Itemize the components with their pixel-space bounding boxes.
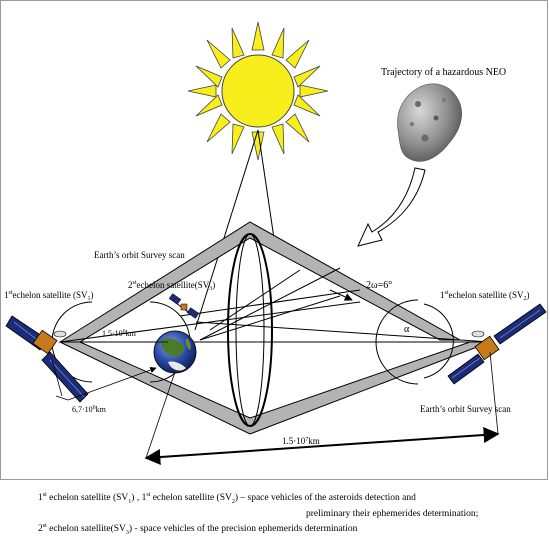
lower-survey-beam [59, 341, 491, 435]
distance-arrow [144, 426, 500, 466]
neo-trajectory-arrow [357, 167, 426, 247]
sv2-satellite-icon [447, 303, 547, 385]
sv3-label: 2stechelon satellite(SV3) [128, 280, 215, 292]
distance-6-7e6-label: 6,7·106km [72, 405, 107, 414]
sv1-label: 1stechelon satellite (SV1) [4, 290, 94, 302]
caption-line-1: 1st echelon satellite (SV1) , 1st echelo… [38, 492, 416, 506]
distance-1-5e7-label: 1.5·107km [282, 436, 320, 446]
survey-scan-left-label: Earth’s orbit Survey scan [94, 250, 185, 260]
figure-caption: 1st echelon satellite (SV1) , 1st echelo… [38, 489, 538, 539]
diagram-frame [0, 0, 548, 480]
upper-survey-beam [58, 221, 462, 343]
sv1-satellite-icon [5, 315, 89, 403]
diagram-canvas: Trajectory of a hazardous NEO Earth’s or… [4, 21, 547, 466]
asteroid-icon [397, 83, 462, 162]
distance-1-5e6-label: 1.5·106km [102, 329, 137, 338]
sv3-satellite-icon [168, 293, 200, 319]
earth-icon [153, 330, 197, 374]
survey-scan-right-label: Earth’s orbit Survey scan [420, 404, 511, 414]
angle-alpha-label: α [404, 324, 410, 335]
neo-trajectory-label: Trajectory of a hazardous NEO [381, 67, 506, 78]
sv2-label: 1stechelon satellite (SV2) [440, 290, 530, 302]
survey-lens [227, 233, 273, 427]
angle-2omega-label: 2ω=6° [366, 280, 392, 291]
caption-line-2: preliminary their ephemerides determinat… [306, 509, 479, 520]
sun-icon [187, 21, 329, 161]
